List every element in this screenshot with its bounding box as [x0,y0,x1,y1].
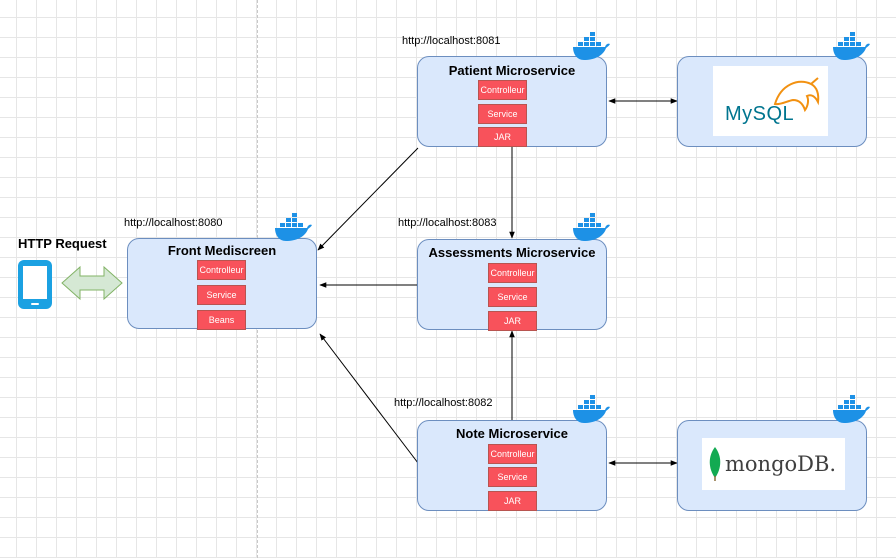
patient-layer-jar: JAR [478,127,527,147]
front-url: http://localhost:8080 [124,217,223,229]
arrow-note-to-front [319,333,419,464]
docker-icon [573,213,610,241]
mongodb-logo: mongoDB. [702,438,845,490]
leaf-icon [709,447,721,481]
note-layer-jar: JAR [488,491,537,511]
patient-layer-controller: Controlleur [478,80,527,100]
note-title: Note Microservice [456,426,568,441]
note-layer-controller: Controlleur [488,444,537,464]
docker-icon [275,213,312,241]
mongodb-container-box: mongoDB. [677,420,867,511]
docker-icon [573,32,610,60]
assessments-layer-service: Service [488,287,537,307]
front-title: Front Mediscreen [167,243,277,258]
assessments-url: http://localhost:8083 [398,217,497,229]
patient-microservice-box: Patient Microservice Controlleur Service… [417,56,607,147]
assessments-title: Assessments Microservice [428,245,596,260]
bidirectional-arrow [61,265,123,301]
assessments-microservice-box: Assessments Microservice Controlleur Ser… [417,239,607,331]
patient-url: http://localhost:8081 [402,35,501,47]
patient-layer-service: Service [478,104,527,124]
note-microservice-box: Note Microservice Controlleur Service JA… [417,420,607,511]
mysql-logo: MySQL [713,66,828,136]
mysql-container-box: MySQL [677,56,867,147]
docker-icon [833,395,870,423]
arrow-patient-to-front [317,147,419,251]
mysql-wordmark: MySQL [725,103,795,125]
http-request-label: HTTP Request [18,236,107,251]
note-layer-service: Service [488,467,537,487]
mongodb-wordmark: mongoDB. [725,452,837,476]
front-layer-beans: Beans [197,310,246,330]
note-url: http://localhost:8082 [394,397,493,409]
assessments-layer-controller: Controlleur [488,263,537,283]
dolphin-icon [773,77,820,113]
patient-title: Patient Microservice [448,63,576,78]
docker-icon [573,395,610,423]
docker-icon [833,32,870,60]
front-layer-service: Service [197,285,246,305]
front-mediscreen-box: Front Mediscreen Controlleur Service Bea… [127,238,317,330]
assessments-layer-jar: JAR [488,311,537,331]
smartphone-icon [18,260,52,309]
front-layer-controller: Controlleur [197,260,246,280]
